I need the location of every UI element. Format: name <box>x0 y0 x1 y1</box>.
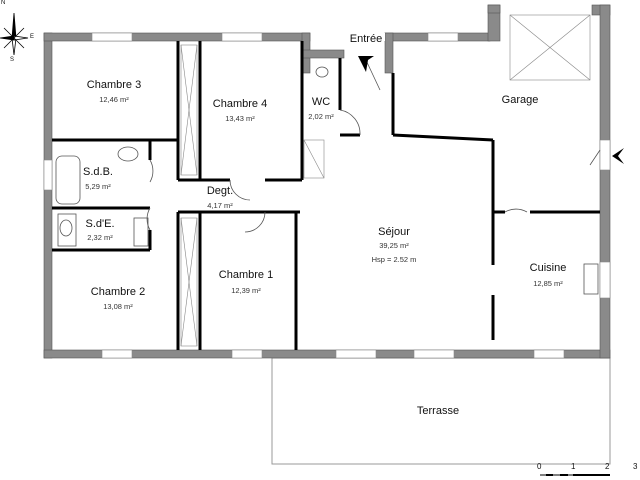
room-sdb-name: S.d.B. <box>83 166 113 178</box>
room-terrasse-name: Terrasse <box>416 405 460 417</box>
room-wc-name: WC <box>311 96 331 108</box>
closets <box>180 44 325 347</box>
room-chambre4-name: Chambre 4 <box>212 98 268 110</box>
room-degt-area: 4,17 m² <box>207 201 233 210</box>
room-garage-name: Garage <box>501 94 539 106</box>
room-chambre3-name: Chambre 3 <box>86 79 142 91</box>
scale-tick-1: 1 <box>571 462 576 471</box>
room-degt-name: Degt. <box>206 185 234 197</box>
room-cuisine-area: 12,85 m² <box>533 279 563 288</box>
room-chambre2-area: 13,08 m² <box>103 302 133 311</box>
room-wc-area: 2,02 m² <box>308 112 334 121</box>
room-chambre4-area: 13,43 m² <box>225 114 255 123</box>
room-sejour-name: Séjour <box>378 226 410 238</box>
scale-tick-0: 0 <box>537 462 542 471</box>
room-sde-area: 2,32 m² <box>87 233 113 242</box>
room-chambre1-area: 12,39 m² <box>231 286 261 295</box>
scale-tick-2: 2 <box>605 462 610 471</box>
windows <box>43 32 611 359</box>
room-chambre3-area: 12,46 m² <box>99 95 129 104</box>
entrance-label: Entrée <box>349 33 383 45</box>
interior-walls <box>52 41 600 350</box>
room-sejour-area: 39,25 m² <box>379 241 409 250</box>
room-chambre1-name: Chambre 1 <box>218 269 274 281</box>
sanitary-fixtures <box>55 66 599 295</box>
room-sdb-area: 5,29 m² <box>85 182 111 191</box>
compass-rose-icon <box>0 12 29 56</box>
doors <box>146 57 601 233</box>
entrance-arrow-icon <box>358 56 624 164</box>
compass-south: S <box>10 57 15 63</box>
room-sejour-height: Hsp = 2.52 m <box>371 255 417 264</box>
compass-east: E <box>30 34 35 40</box>
garage-skylight <box>509 14 591 81</box>
room-cuisine-name: Cuisine <box>529 262 567 274</box>
scale-tick-3: 3 <box>633 462 638 471</box>
room-sde-name: S.d'E. <box>85 218 115 230</box>
room-chambre2-name: Chambre 2 <box>90 286 146 298</box>
outer-walls <box>43 4 611 359</box>
compass-north: N <box>1 0 6 6</box>
